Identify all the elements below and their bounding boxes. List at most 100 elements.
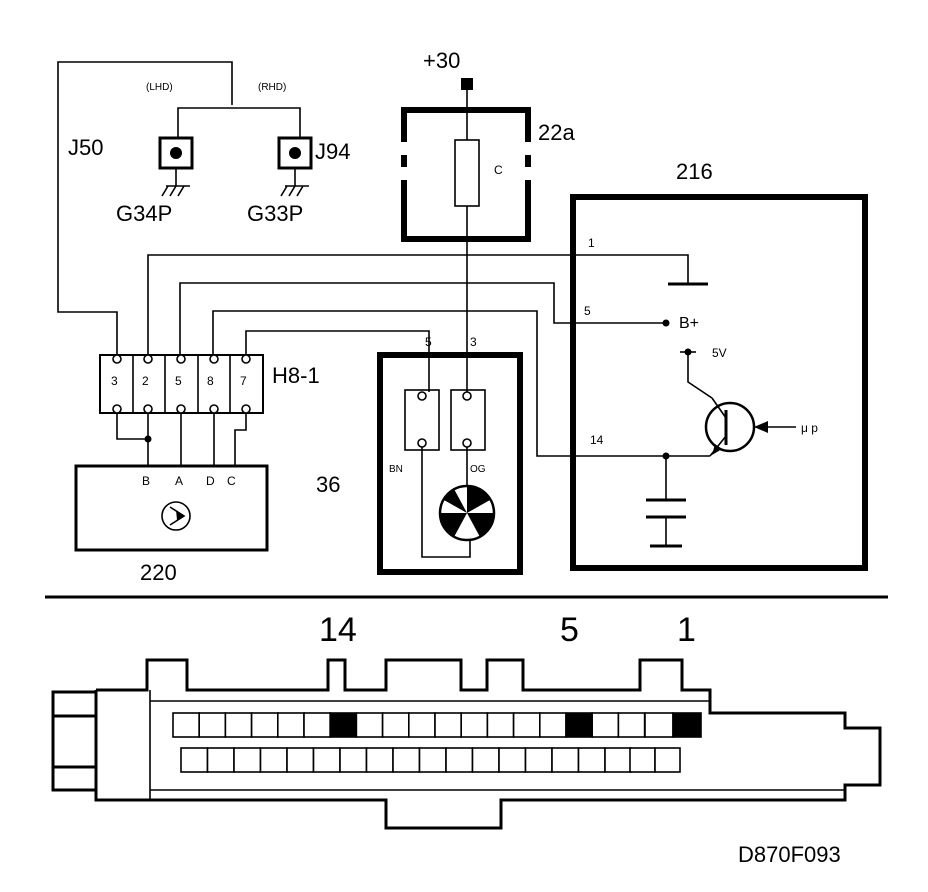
ecu-plug-outline: [51, 658, 882, 830]
j50-label: J50: [68, 135, 103, 160]
plug-pin: [617, 712, 646, 738]
connector-pin-label: 5: [175, 374, 182, 388]
plug-pin-highlighted: [672, 712, 702, 738]
ecu-label: 216: [676, 159, 713, 184]
sensor-wire-b: [116, 413, 148, 440]
connector-pin-label: 2: [142, 374, 149, 388]
plug-pin: [303, 712, 332, 738]
pin-row-top: [172, 712, 702, 738]
pump-connector-bn: [404, 389, 440, 451]
plug-pin: [418, 747, 447, 773]
pin-bn-label: BN: [389, 464, 403, 475]
j94-label: J94: [315, 139, 350, 164]
connector-h8-1: [99, 354, 264, 414]
wire-pin14: [212, 310, 710, 457]
plug-pin: [407, 712, 436, 738]
plug-pin-highlighted: [565, 712, 594, 738]
g34p-ground-terminal: [158, 136, 194, 197]
connector-pin-label: 7: [240, 374, 247, 388]
sensor-pin-label: A: [175, 474, 183, 488]
g33p-label: G33P: [247, 201, 303, 226]
wire-pin1: [147, 254, 689, 355]
plug-pin: [486, 712, 515, 738]
ecu-pin1-label: 1: [588, 236, 595, 250]
plug-pin: [591, 712, 620, 738]
plug-pin: [180, 747, 209, 773]
fuse-c: [454, 139, 480, 207]
sensor-symbol-icon: [161, 501, 191, 531]
rhd-label: (RHD): [258, 82, 286, 93]
ecu-216-box: [570, 194, 868, 571]
plug-pin: [286, 747, 315, 773]
lhd-label: (LHD): [146, 82, 173, 93]
fuse-box-label: 22a: [538, 120, 575, 145]
plug-pin: [365, 747, 394, 773]
pin-og-label: OG: [470, 464, 486, 475]
plug-pin: [512, 712, 541, 738]
figure-code: D870F093: [738, 842, 841, 867]
plug-pin-highlighted: [329, 712, 358, 738]
sensor-pin-label: D: [206, 474, 215, 488]
ecu-pin5-label: 5: [584, 304, 591, 318]
supply-label: +30: [423, 48, 460, 73]
plug-pin: [259, 747, 288, 773]
plug-pin: [206, 747, 235, 773]
wire-pin7: [245, 330, 430, 355]
pump-pin5-label: 5: [425, 335, 432, 349]
plug-pin: [445, 747, 474, 773]
plug-pin: [198, 712, 227, 738]
plug-pin: [312, 747, 341, 773]
transistor: [704, 397, 796, 457]
plug-pin: [498, 747, 527, 773]
lhd-rhd-bracket: [177, 107, 301, 118]
plug-pin: [644, 712, 674, 738]
plug-pin: [233, 747, 262, 773]
plug-pin: [654, 747, 681, 773]
plug-pin: [577, 747, 606, 773]
plug-callout-1: 1: [677, 611, 696, 649]
plug-pin: [381, 712, 410, 738]
plug-pin: [524, 747, 553, 773]
5v-label: 5V: [712, 346, 727, 360]
plug-pin: [172, 712, 201, 738]
pump-connector-og: [450, 389, 486, 451]
plug-pin: [471, 747, 500, 773]
fuel-pump-motor-icon: [438, 484, 496, 542]
plug-pin: [434, 712, 463, 738]
fuse-box-22a: [401, 107, 531, 242]
plug-pin: [224, 712, 253, 738]
plug-pin: [604, 747, 633, 773]
plug-pin: [250, 712, 279, 738]
ecu-pin14-label: 14: [590, 433, 604, 447]
plug-callout-5: 5: [560, 611, 579, 649]
sensor-pin-label: C: [227, 474, 236, 488]
plug-pin: [551, 747, 580, 773]
fuse-label: C: [494, 163, 503, 177]
sensor-label: 220: [140, 560, 177, 585]
mu-p-label: μ p: [801, 421, 818, 435]
connector-label: H8-1: [272, 363, 320, 388]
plug-callout-14: 14: [319, 611, 357, 649]
plug-pin: [355, 712, 384, 738]
plug-pin: [392, 747, 421, 773]
g34p-label: G34P: [116, 201, 172, 226]
plug-pin: [629, 747, 656, 773]
plug-pin: [538, 712, 567, 738]
pin-row-bottom: [180, 747, 681, 773]
wire-pin5: [179, 282, 666, 355]
supply-terminal: [461, 78, 473, 90]
plug-pin: [460, 712, 489, 738]
g33p-ground-terminal: [277, 136, 313, 197]
sensor-220-box: [74, 464, 269, 552]
plug-pin: [339, 747, 368, 773]
j50-wire: [57, 61, 233, 355]
pump-pin3-label: 3: [470, 335, 477, 349]
b-plus-label: B+: [679, 315, 699, 332]
sensor-wire-c: [234, 413, 247, 466]
connector-pin-label: 8: [207, 374, 214, 388]
sensor-pin-label: B: [142, 474, 150, 488]
plug-pin: [276, 712, 305, 738]
pump-unit-label: 36: [316, 472, 340, 497]
pump-unit-36: [377, 352, 523, 575]
